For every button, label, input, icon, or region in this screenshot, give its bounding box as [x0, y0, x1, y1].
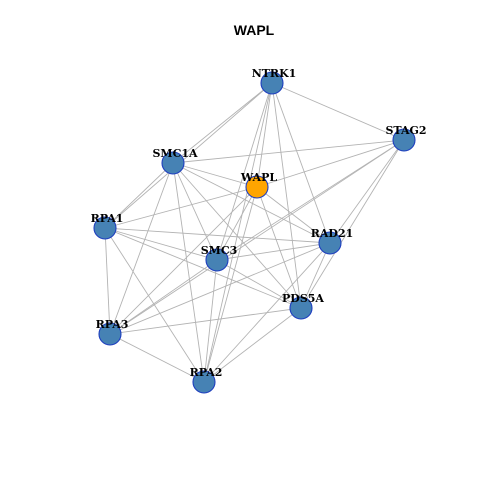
- node-rad21[interactable]: RAD21: [311, 227, 354, 255]
- node-label-stag2: STAG2: [385, 124, 426, 137]
- edge-smc3-rpa3: [109, 259, 218, 335]
- node-stag2[interactable]: STAG2: [385, 124, 427, 152]
- edge-rpa3-rpa2: [109, 333, 205, 383]
- node-circle-rpa3[interactable]: [98, 322, 122, 346]
- node-circle-pds5a[interactable]: [289, 296, 313, 320]
- edge-ntrk1-rpa1: [104, 82, 273, 229]
- edge-pds5a-rpa3: [109, 307, 302, 335]
- node-label-rpa2: RPA2: [190, 366, 223, 379]
- edge-ntrk1-pds5a: [271, 82, 302, 309]
- edge-smc1a-rad21: [172, 162, 331, 244]
- edge-rpa1-rpa2: [104, 227, 205, 383]
- edge-stag2-rad21: [329, 139, 405, 244]
- node-circle-ntrk1[interactable]: [260, 71, 284, 95]
- edge-stag2-wapl: [256, 139, 405, 188]
- edge-stag2-rpa3: [109, 139, 405, 335]
- edge-ntrk1-smc3: [216, 82, 273, 261]
- edge-smc1a-rpa3: [109, 162, 174, 335]
- edge-wapl-rpa1: [104, 186, 258, 229]
- edge-ntrk1-rad21: [271, 82, 331, 244]
- node-circle-rad21[interactable]: [318, 231, 342, 255]
- node-label-rpa3: RPA3: [96, 318, 129, 331]
- edge-smc1a-rpa1: [104, 162, 174, 229]
- edge-rpa1-rad21: [104, 227, 331, 244]
- edge-rad21-rpa3: [109, 242, 331, 335]
- edge-ntrk1-smc1a: [172, 82, 273, 164]
- edge-rpa1-rpa3: [104, 227, 111, 335]
- node-circle-smc1a[interactable]: [161, 151, 185, 175]
- edge-wapl-pds5a: [256, 186, 302, 309]
- edge-smc3-pds5a: [216, 259, 302, 309]
- edge-ntrk1-rpa2: [203, 82, 273, 383]
- edge-rpa1-smc3: [104, 227, 218, 261]
- edge-ntrk1-wapl: [256, 82, 273, 188]
- edge-smc1a-rpa2: [172, 162, 205, 383]
- edge-smc1a-pds5a: [172, 162, 302, 309]
- node-label-ntrk1: NTRK1: [252, 67, 297, 80]
- node-circle-stag2[interactable]: [392, 128, 416, 152]
- node-circle-rpa1[interactable]: [93, 216, 117, 240]
- node-smc3[interactable]: SMC3: [201, 244, 238, 272]
- edge-smc1a-wapl: [172, 162, 258, 188]
- edge-smc1a-smc3: [172, 162, 218, 261]
- node-smc1a[interactable]: SMC1A: [152, 147, 198, 175]
- edge-rad21-smc3: [216, 242, 331, 261]
- edge-pds5a-rpa2: [203, 307, 302, 383]
- node-label-smc1a: SMC1A: [152, 147, 198, 160]
- node-circle-wapl[interactable]: [245, 175, 269, 199]
- node-label-rad21: RAD21: [311, 227, 354, 240]
- edge-wapl-rad21: [256, 186, 331, 244]
- edge-ntrk1-stag2: [271, 82, 405, 141]
- edge-stag2-smc1a: [172, 139, 405, 164]
- node-rpa1[interactable]: RPA1: [91, 212, 124, 240]
- node-label-pds5a: PDS5A: [282, 292, 324, 305]
- node-ntrk1[interactable]: NTRK1: [252, 67, 297, 95]
- edge-rad21-pds5a: [300, 242, 331, 309]
- node-rpa2[interactable]: RPA2: [190, 366, 223, 394]
- node-label-rpa1: RPA1: [91, 212, 124, 225]
- node-rpa3[interactable]: RPA3: [96, 318, 129, 346]
- node-wapl[interactable]: WAPL: [240, 171, 277, 199]
- edge-rpa1-pds5a: [104, 227, 302, 309]
- edge-stag2-smc3: [216, 139, 405, 261]
- node-circle-rpa2[interactable]: [192, 370, 216, 394]
- edge-stag2-pds5a: [300, 139, 405, 309]
- node-circle-smc3[interactable]: [205, 248, 229, 272]
- edges-layer: [104, 82, 405, 383]
- node-label-smc3: SMC3: [201, 244, 238, 257]
- node-label-wapl: WAPL: [240, 171, 277, 184]
- edge-wapl-smc3: [216, 186, 258, 261]
- node-pds5a[interactable]: PDS5A: [282, 292, 324, 320]
- graph-title: WAPL: [234, 22, 275, 38]
- edge-smc3-rpa2: [203, 259, 218, 383]
